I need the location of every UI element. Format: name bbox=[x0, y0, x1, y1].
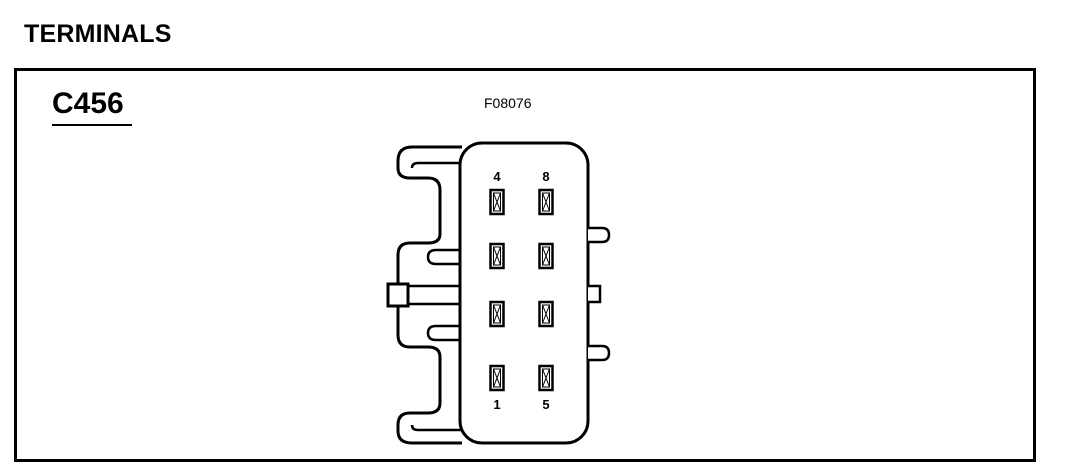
latch-finger-lower bbox=[426, 324, 462, 342]
connector-shroud-inner bbox=[410, 161, 462, 169]
latch-finger-upper bbox=[426, 248, 462, 266]
connector-id: C456 bbox=[52, 87, 124, 120]
connector-body bbox=[458, 141, 590, 445]
cavity-grid bbox=[489, 188, 554, 392]
terminal-cavity bbox=[538, 300, 554, 328]
pin-number-label: 1 bbox=[493, 397, 500, 412]
connector-id-underline bbox=[52, 124, 132, 126]
terminal-cavity bbox=[489, 300, 505, 328]
section-heading: TERMINALS bbox=[24, 20, 172, 48]
right-bump-bottom bbox=[588, 344, 611, 362]
pin-label-group: 4 8 1 5 bbox=[493, 169, 549, 412]
lock-tab bbox=[386, 282, 410, 308]
right-bump-top bbox=[588, 226, 611, 244]
connector-shroud-inner-lower bbox=[410, 424, 462, 432]
figure-code: F08076 bbox=[484, 95, 532, 111]
pin-number-label: 4 bbox=[493, 169, 501, 184]
connector-frame bbox=[14, 68, 1036, 462]
pin-number-label: 5 bbox=[542, 397, 549, 412]
terminal-cavity bbox=[489, 242, 505, 270]
terminal-cavity bbox=[538, 188, 554, 216]
terminal-cavity bbox=[489, 364, 505, 392]
pin-number-label: 8 bbox=[542, 169, 549, 184]
terminal-cavity bbox=[489, 188, 505, 216]
terminal-cavity bbox=[538, 364, 554, 392]
right-bump-middle bbox=[588, 284, 602, 304]
terminal-cavity bbox=[538, 242, 554, 270]
